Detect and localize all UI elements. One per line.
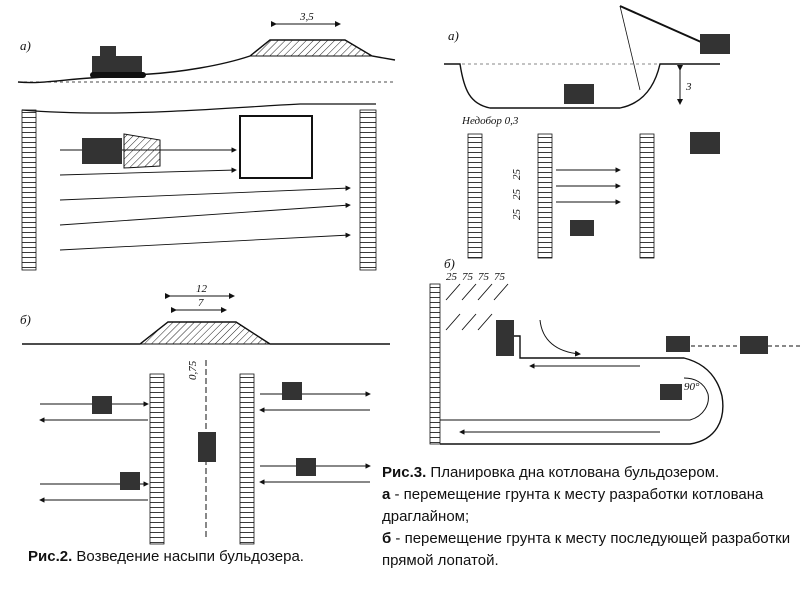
- fig2-panel-a-label: а): [20, 38, 31, 53]
- bulldozer-icon: [90, 46, 146, 78]
- fig3-dimension-three: 3: [685, 81, 692, 93]
- figure3-caption-prefix: Рис.3.: [382, 464, 427, 481]
- figure2-caption-text: Возведение насыпи бульдозера.: [72, 548, 304, 565]
- figure2-panel-a: а) 3,5: [17, 11, 396, 271]
- fig3b-bulldozer-2-icon: [666, 336, 690, 352]
- fig3-panel-b-label: б): [444, 256, 455, 271]
- fig3b-turning-bulldozer-icon: [660, 384, 682, 400]
- figure3-caption-a-text: - перемещение грунта к месту разработки …: [382, 486, 764, 525]
- figure2-caption: Рис.2. Возведение насыпи бульдозера.: [28, 546, 388, 568]
- figure3-caption-title-line: Рис.3. Планировка дна котлована бульдозе…: [382, 462, 792, 484]
- fig3-angle-label: 90°: [684, 381, 700, 393]
- fig3-top-dim-1: 25: [446, 271, 458, 283]
- fig3a-bulldozer-icon: [564, 84, 594, 104]
- figure3-caption: Рис.3. Планировка дна котлована бульдозе…: [382, 462, 792, 572]
- fig2-panel-b-label: б): [20, 312, 31, 327]
- fig3-side-dim-1: 25: [511, 169, 523, 181]
- fig3b-arrows: [459, 363, 660, 435]
- fig3-panel-a-label: а): [448, 28, 459, 43]
- fig3-top-dim-2: 75: [462, 271, 474, 283]
- fig3a-plan-dragline-icon: [690, 132, 720, 154]
- fig2b-bulldozers: [92, 382, 316, 490]
- figure3-caption-a-prefix: а: [382, 486, 391, 503]
- fig3a-plan-bulldozer-icon: [570, 220, 594, 236]
- tractor-plan-icon: [82, 133, 161, 169]
- figure3-caption-b-text: - перемещение грунта к месту последующей…: [382, 530, 791, 569]
- dragline-icon: [619, 5, 730, 91]
- fig3-top-dim-3: 75: [478, 271, 490, 283]
- figure2-panel-b: б) 12 7 0,75: [20, 283, 390, 545]
- figure3-caption-b-line: б - перемещение грунта к месту последующ…: [382, 528, 792, 572]
- fig3-side-dim-2: 25: [511, 189, 523, 201]
- fig2-dimension-outer: 12: [196, 283, 208, 295]
- fig2-dimension-top: 3,5: [299, 11, 314, 23]
- fig3-side-dim-3: 25: [511, 209, 523, 221]
- figure3-panel-a: а) Недобор 0,3 3 25 25 25: [444, 5, 730, 259]
- fig3b-diagonal-cuts: [445, 283, 509, 331]
- shovel-icon: [496, 320, 514, 356]
- fig3a-arrows: [556, 167, 621, 205]
- fig2-movement-arrows: [59, 147, 351, 251]
- fig3-nedobor-label: Недобор 0,3: [461, 115, 519, 127]
- figure3-panel-b: б) 25 75 75 75 90°: [429, 256, 800, 445]
- fig3-top-dim-4: 75: [494, 271, 506, 283]
- fig3b-bulldozer-icon: [740, 336, 768, 354]
- figure3-caption-b-prefix: б: [382, 530, 392, 547]
- figure3-caption-a-line: а - перемещение грунта к месту разработк…: [382, 484, 792, 528]
- figure3-caption-title: Планировка дна котлована бульдозером.: [426, 464, 720, 481]
- figure2-caption-prefix: Рис.2.: [28, 548, 73, 565]
- fig2-dimension-inner: 7: [198, 297, 204, 309]
- fig2-dimension-vertical: 0,75: [187, 360, 199, 380]
